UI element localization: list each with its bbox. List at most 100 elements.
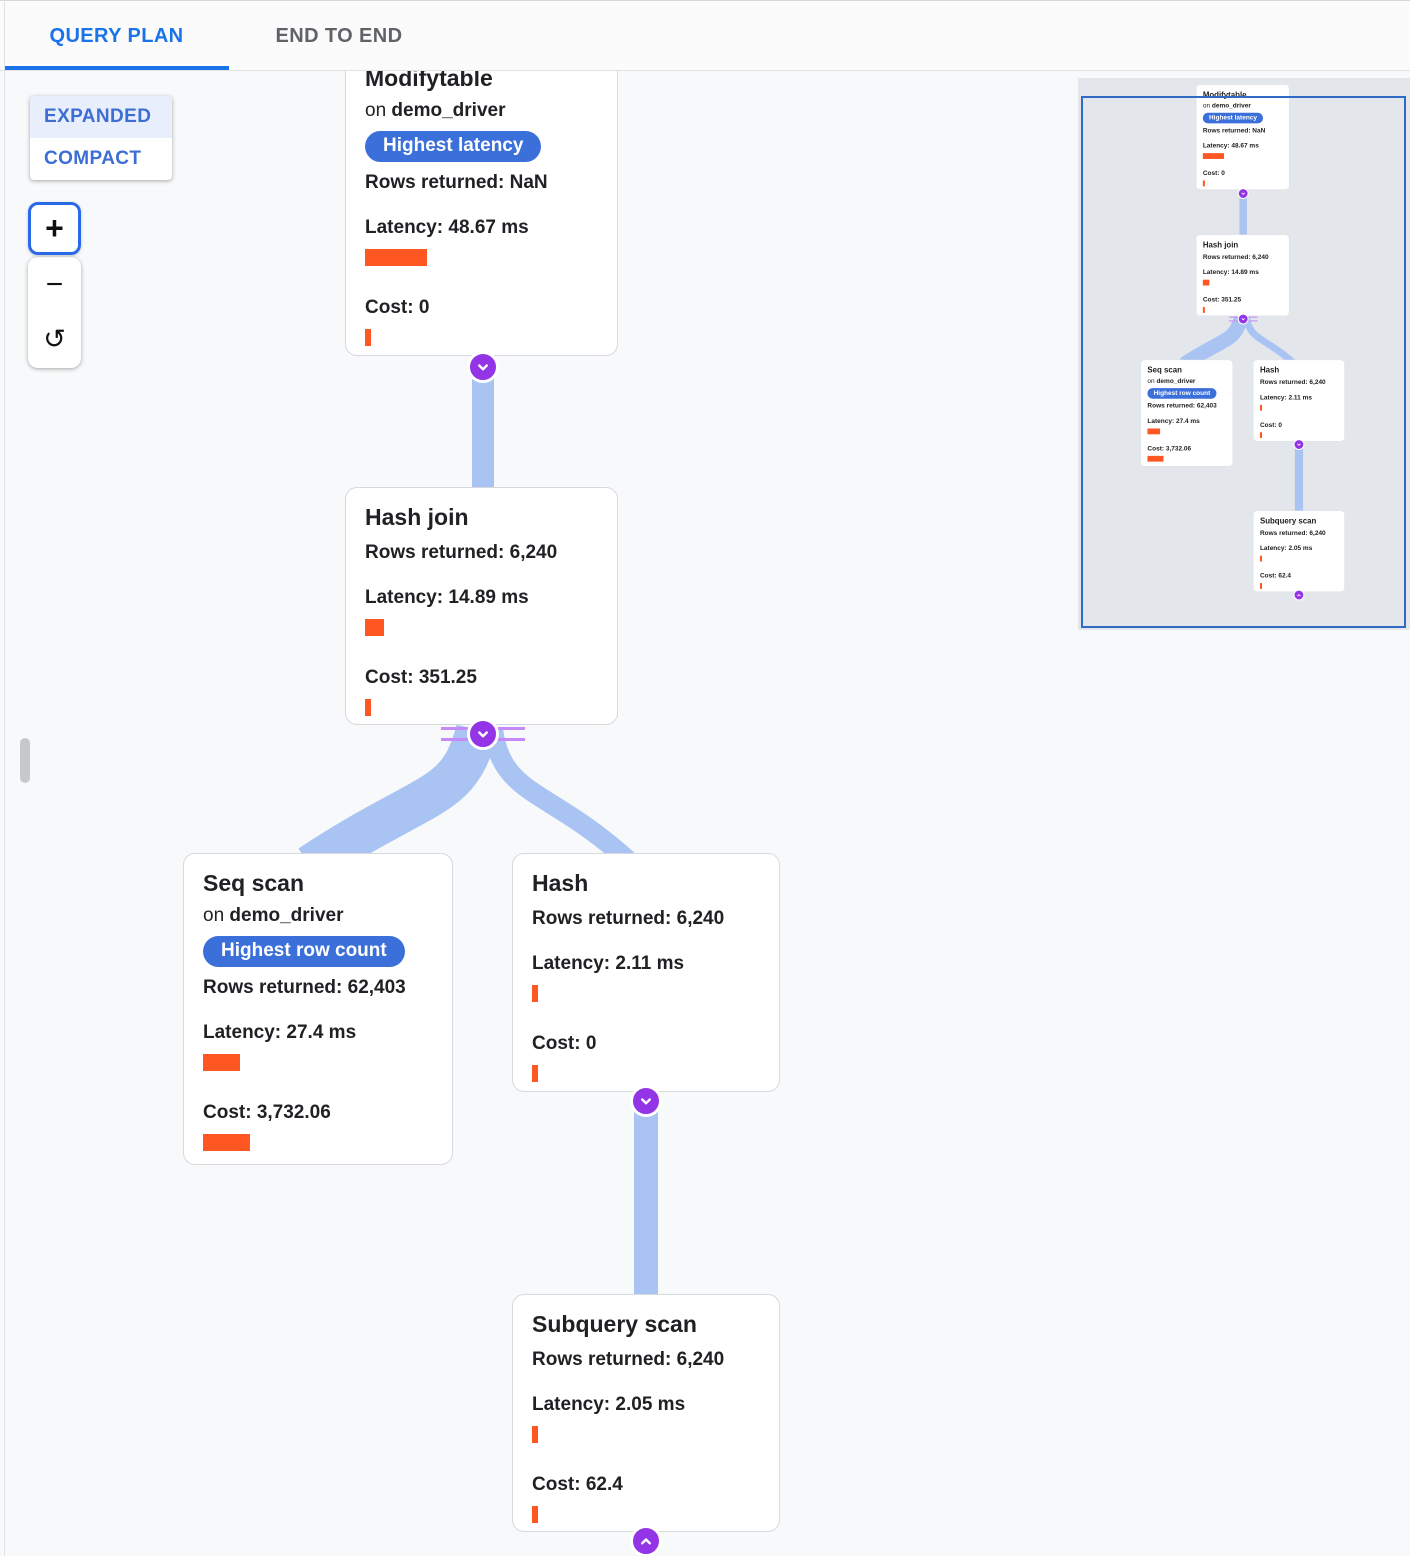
collapse-hash-button[interactable] [630, 1085, 662, 1117]
connector-stripe [441, 727, 468, 730]
collapse-hash-join-button[interactable] [1237, 313, 1249, 325]
cost-value: Cost: 62.4 [1259, 572, 1292, 580]
chevron-down-icon [641, 1098, 651, 1105]
plan-node-seq-scan[interactable]: Seq scan on demo_driver Highest row coun… [1140, 359, 1233, 467]
rows-returned-value: Rows returned: 6,240 [365, 541, 558, 563]
chevron-down-icon [478, 731, 488, 738]
plan-node-hash-join[interactable]: Hash join Rows returned: 6,240 Latency: … [345, 487, 618, 725]
reset-view-button[interactable]: ↺ [28, 312, 81, 367]
rows-returned-value: Rows returned: 6,240 [1202, 253, 1269, 261]
tab-query-plan[interactable]: QUERY PLAN [4, 1, 229, 71]
latency-bar [365, 249, 427, 267]
tab-end-to-end[interactable]: END TO END [229, 1, 449, 71]
latency-bar [1202, 153, 1225, 160]
collapse-modifytable-button[interactable] [467, 351, 499, 383]
layout-option-expanded[interactable]: EXPANDED [30, 96, 172, 138]
cost-bar [532, 1064, 538, 1082]
node-table-name: demo_driver [1211, 102, 1251, 110]
node-title: Hash [532, 870, 589, 896]
connector-stripe [441, 738, 468, 741]
latency-bar [532, 985, 538, 1003]
cost-value: Cost: 0 [1259, 421, 1282, 429]
chevron-down-icon [478, 364, 488, 371]
node-on-prefix: on [203, 904, 225, 926]
latency-value: Latency: 48.67 ms [1202, 142, 1259, 150]
connector-stripe [498, 738, 525, 741]
node-title: Modifytable [1202, 90, 1247, 100]
plan-node-modifytable[interactable]: Modifytable on demo_driver Highest laten… [1195, 84, 1290, 190]
rows-returned-value: Rows returned: 6,240 [1259, 378, 1326, 386]
cost-bar [1202, 306, 1205, 313]
latency-value: Latency: 14.89 ms [1202, 268, 1259, 277]
cost-bar [1202, 180, 1205, 187]
chevron-up-icon [1297, 594, 1301, 597]
node-table-line: on demo_driver [203, 905, 433, 927]
reset-icon: ↺ [43, 324, 66, 354]
plan-node-modifytable[interactable]: Modifytable on demo_driver Highest laten… [345, 48, 618, 356]
layout-toggle: EXPANDED COMPACT [30, 96, 172, 180]
layout-option-label: EXPANDED [44, 106, 152, 127]
rows-returned-value: Rows returned: 6,240 [532, 907, 725, 929]
collapse-hash-button[interactable] [1293, 439, 1305, 451]
layout-option-compact[interactable]: COMPACT [30, 138, 172, 180]
collapse-hash-join-button[interactable] [467, 718, 499, 750]
cost-value: Cost: 0 [1202, 169, 1225, 177]
latency-value: Latency: 14.89 ms [365, 587, 529, 609]
minimap-plan-tree: Modifytable on demo_driver Highest laten… [1078, 78, 1410, 601]
plan-node-seq-scan[interactable]: Seq scan on demo_driver Highest row coun… [183, 853, 453, 1165]
latency-bar [1259, 555, 1262, 562]
minimap[interactable]: Modifytable on demo_driver Highest laten… [1078, 78, 1410, 630]
collapse-modifytable-button[interactable] [1237, 188, 1249, 199]
node-table-line: on demo_driver [1147, 377, 1226, 385]
plan-node-hash[interactable]: Hash Rows returned: 6,240 Latency: 2.11 … [512, 853, 780, 1092]
rows-returned-value: Rows returned: 62,403 [203, 976, 406, 998]
latency-value: Latency: 2.05 ms [532, 1394, 686, 1416]
cost-bar [203, 1133, 250, 1151]
zoom-in-button[interactable]: + [28, 202, 81, 255]
edge-hashjoin-hash [483, 728, 639, 872]
active-tab-underline [4, 66, 229, 70]
plan-node-subquery-scan[interactable]: Subquery scan Rows returned: 6,240 Laten… [512, 1294, 780, 1532]
rows-returned-value: Rows returned: NaN [1202, 126, 1266, 134]
tab-label: QUERY PLAN [49, 24, 184, 47]
latency-value: Latency: 48.67 ms [365, 217, 529, 239]
connector-stripe [1248, 320, 1258, 322]
latency-bar [1147, 428, 1161, 435]
left-divider-line [4, 0, 5, 1556]
vertical-scrollbar-thumb[interactable] [20, 738, 30, 783]
latency-bar [1259, 404, 1262, 411]
rows-returned-value: Rows returned: 62,403 [1147, 402, 1217, 410]
cost-value: Cost: 62.4 [532, 1474, 623, 1496]
cost-value: Cost: 0 [365, 297, 430, 319]
connector-stripe [1248, 316, 1258, 318]
cost-bar [365, 698, 371, 716]
minus-icon: − [45, 267, 64, 301]
plan-node-subquery-scan[interactable]: Subquery scan Rows returned: 6,240 Laten… [1253, 510, 1345, 592]
cost-value: Cost: 351.25 [365, 667, 477, 689]
edge-hashjoin-hash [1243, 316, 1297, 367]
expand-subquery-scan-button[interactable] [1293, 589, 1305, 601]
node-title: Subquery scan [532, 1311, 697, 1337]
highest-latency-badge: Highest latency [1202, 112, 1264, 124]
cost-bar [1259, 432, 1262, 438]
plan-node-hash[interactable]: Hash Rows returned: 6,240 Latency: 2.11 … [1253, 359, 1345, 442]
rows-returned-value: Rows returned: 6,240 [532, 1348, 725, 1370]
node-table-name: demo_driver [391, 99, 506, 121]
node-title: Hash join [1202, 240, 1239, 250]
plan-node-hash-join[interactable]: Hash join Rows returned: 6,240 Latency: … [1195, 234, 1290, 316]
minimap-viewport[interactable] [1081, 96, 1406, 628]
chevron-up-icon [641, 1538, 651, 1545]
highest-row-count-badge: Highest row count [203, 935, 405, 967]
latency-bar [365, 619, 384, 637]
layout-option-label: COMPACT [44, 148, 142, 169]
zoom-out-button[interactable]: − [28, 257, 81, 312]
cost-value: Cost: 3,732.06 [1147, 444, 1192, 453]
node-table-line: on demo_driver [1203, 102, 1283, 110]
chevron-down-icon [1241, 318, 1245, 321]
node-title: Hash join [365, 504, 469, 530]
cost-bar [1147, 455, 1164, 462]
expand-subquery-scan-button[interactable] [630, 1525, 662, 1556]
tab-bar: QUERY PLAN END TO END [0, 0, 1410, 71]
highest-latency-badge: Highest latency [365, 130, 542, 162]
